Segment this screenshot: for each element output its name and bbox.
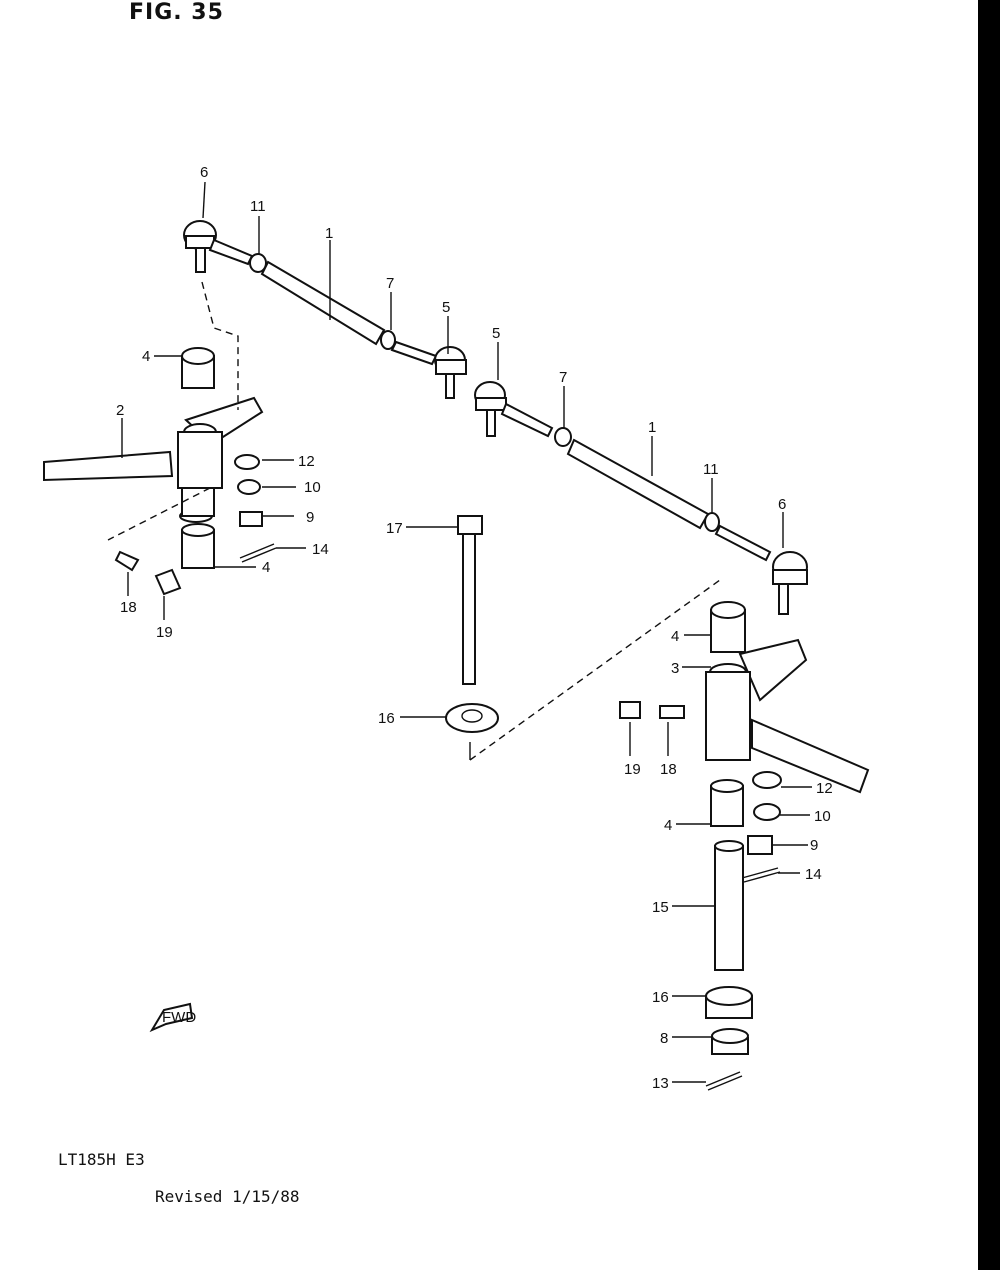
bushing-right-lower (710, 779, 744, 827)
tie-rod-end-center-right (474, 381, 554, 438)
washer-right-10 (753, 803, 781, 821)
tie-rod-right (566, 438, 710, 530)
callout-10-left: 10 (304, 479, 321, 496)
lock-nut-left-2 (380, 330, 396, 350)
callout-7-right: 7 (559, 369, 567, 386)
callout-3: 3 (671, 660, 679, 677)
callout-5-left: 5 (442, 299, 450, 316)
lock-nut-right-2 (704, 512, 720, 532)
bushing-left-lower (181, 523, 215, 569)
castle-nut-right (747, 835, 773, 855)
tie-rod-end-left (183, 220, 254, 273)
castle-nut-left (239, 511, 263, 527)
washer-left-10 (237, 479, 261, 495)
cotter-pin-left (239, 543, 277, 563)
callout-10-right: 10 (814, 808, 831, 825)
fitting-cap-left (154, 568, 182, 596)
pivot-pipe-15 (714, 840, 744, 971)
washer-left-12 (234, 454, 260, 470)
callout-16-right: 16 (652, 989, 669, 1006)
callout-15: 15 (652, 899, 669, 916)
assembly-guide-lines (107, 281, 721, 761)
callout-11-left: 11 (250, 198, 266, 215)
callout-2: 2 (116, 402, 124, 419)
knuckle-arm-left (43, 396, 264, 523)
callout-4-left-upper: 4 (142, 348, 150, 365)
callout-4-right-lower: 4 (664, 817, 672, 834)
bushing-right-upper (710, 601, 746, 653)
washer-right-12 (752, 771, 782, 789)
callout-18-right: 18 (660, 761, 677, 778)
fwd-arrow-icon: FWD (149, 1002, 196, 1033)
spacer-16-right (705, 986, 753, 1019)
cotter-pin-13 (705, 1071, 743, 1091)
callout-7-left: 7 (386, 275, 394, 292)
callout-8: 8 (660, 1030, 668, 1047)
tie-rod-left (260, 260, 386, 346)
lock-nut-right (554, 427, 572, 447)
callout-13: 13 (652, 1075, 669, 1092)
fwd-label: FWD (162, 1009, 196, 1026)
model-code: LT185H E3 (58, 1150, 145, 1169)
callout-18-left: 18 (120, 599, 137, 616)
grease-fitting-right (659, 705, 685, 719)
callout-6-right: 6 (778, 496, 786, 513)
bushing-left-upper (181, 347, 215, 389)
callout-14-right: 14 (805, 866, 822, 883)
callout-4-right-upper: 4 (671, 628, 679, 645)
page-edge-border (978, 0, 1000, 1270)
callout-17: 17 (386, 520, 403, 537)
fitting-cap-right (619, 701, 641, 719)
revision-date: Revised 1/15/88 (155, 1187, 300, 1206)
callout-19-left: 19 (156, 624, 173, 641)
callout-12-right: 12 (816, 780, 833, 797)
callout-9-right: 9 (810, 837, 818, 854)
callout-12-left: 12 (298, 453, 315, 470)
grease-fitting-left (114, 550, 140, 572)
callout-4-left-lower: 4 (262, 559, 270, 576)
steering-linkage-diagram: FWD (43, 164, 870, 1092)
cotter-pin-right (741, 867, 781, 883)
lock-nut-left (249, 253, 267, 273)
bolt-17 (457, 515, 483, 685)
nut-8 (711, 1028, 749, 1055)
callout-1-right: 1 (648, 419, 656, 436)
spacer-16-center (445, 703, 499, 733)
tie-rod-end-center-left (390, 340, 467, 399)
callout-19-right: 19 (624, 761, 641, 778)
callout-11-right: 11 (703, 461, 719, 478)
callout-5-right: 5 (492, 325, 500, 342)
leader-lines (121, 181, 812, 1083)
callout-16-center: 16 (378, 710, 395, 727)
callout-1-left: 1 (325, 225, 333, 242)
callout-6-left: 6 (200, 164, 208, 181)
callout-9-left: 9 (306, 509, 314, 526)
callout-labels: 6 11 1 7 5 4 2 12 10 9 14 4 18 19 5 7 1 … (116, 164, 833, 1092)
knuckle-arm-right (705, 638, 870, 794)
figure-title: FIG. 35 (129, 0, 224, 25)
callout-14-left: 14 (312, 541, 329, 558)
tie-rod-end-right (714, 524, 808, 615)
